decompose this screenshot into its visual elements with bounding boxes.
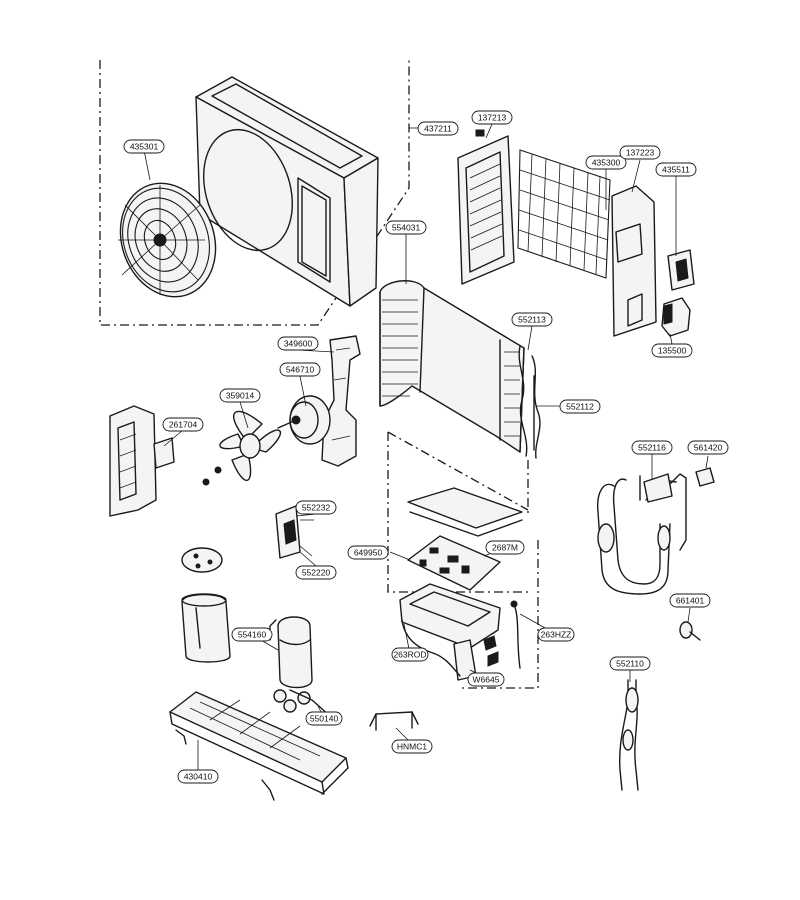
svg-text:435301: 435301	[130, 142, 159, 152]
label-2687M: 2687M	[485, 540, 525, 555]
reactor-part	[275, 505, 314, 559]
fan-guard-part	[118, 182, 217, 298]
label-435301: 435301	[123, 139, 165, 154]
label-649950: 649950	[347, 545, 389, 560]
svg-text:561420: 561420	[694, 443, 723, 453]
side-cover-part	[611, 185, 657, 337]
label-430410: 430410	[177, 769, 219, 784]
label-552116: 552116	[631, 440, 673, 455]
svg-text:135500: 135500	[658, 346, 687, 356]
base-pan-part	[169, 691, 349, 801]
connection-pipe-part	[369, 711, 419, 731]
rear-grille-part	[517, 149, 611, 279]
part-labels: 437211 435301 137213 435300 137223 43551…	[123, 110, 729, 784]
label-261704: 261704	[162, 417, 204, 432]
label-435511: 435511	[655, 162, 697, 177]
piping-assembly-part	[597, 473, 687, 595]
svg-text:554031: 554031	[392, 223, 421, 233]
fan-motor-part	[277, 395, 331, 445]
label-546710: 546710	[279, 362, 321, 377]
svg-text:349600: 349600	[284, 339, 313, 349]
svg-text:2687M: 2687M	[492, 543, 518, 553]
label-HNMC1: HNMC1	[391, 739, 433, 754]
svg-text:137213: 137213	[478, 113, 507, 123]
outer-casing-part	[195, 76, 379, 307]
svg-text:552110: 552110	[616, 659, 644, 669]
dashed-group-lines	[99, 60, 539, 689]
ring-part	[679, 621, 701, 641]
capillary-pipe-part	[518, 345, 541, 459]
svg-text:649950: 649950	[354, 548, 383, 558]
svg-text:430410: 430410	[184, 772, 213, 782]
label-W6645: W6645	[467, 672, 505, 687]
label-137213: 137213	[471, 110, 513, 125]
label-552232: 552232	[295, 500, 337, 515]
svg-text:552112: 552112	[566, 402, 594, 412]
svg-text:HNMC1: HNMC1	[397, 742, 427, 752]
svg-text:137223: 137223	[626, 148, 655, 158]
gasket-disc-part	[181, 547, 223, 573]
label-349600: 349600	[277, 336, 319, 351]
label-552113: 552113	[511, 312, 553, 327]
svg-text:552232: 552232	[302, 503, 331, 513]
svg-text:552220: 552220	[302, 568, 331, 578]
svg-text:552113: 552113	[518, 315, 546, 325]
label-437211: 437211	[417, 121, 459, 136]
label-552112: 552112	[559, 399, 601, 414]
svg-text:554160: 554160	[238, 630, 267, 640]
label-561420: 561420	[687, 440, 729, 455]
compressor-part	[269, 616, 331, 717]
svg-text:546710: 546710	[286, 365, 315, 375]
svg-text:261704: 261704	[169, 420, 198, 430]
svg-text:263HZZ: 263HZZ	[541, 630, 572, 640]
svg-text:661401: 661401	[676, 596, 705, 606]
label-263ROD: 263ROD	[391, 647, 429, 662]
label-135500: 135500	[651, 343, 693, 358]
propeller-fan-part	[202, 410, 282, 486]
control-box-cover-part	[407, 487, 523, 537]
svg-text:263ROD: 263ROD	[393, 650, 426, 660]
label-661401: 661401	[669, 593, 711, 608]
svg-text:435511: 435511	[662, 165, 690, 175]
condenser-coil-part	[379, 280, 525, 453]
label-435300: 435300	[585, 155, 627, 170]
valve-bracket-part	[667, 249, 695, 291]
svg-text:550140: 550140	[310, 714, 339, 724]
pcb-assembly-part	[407, 535, 501, 591]
svg-text:552116: 552116	[638, 443, 666, 453]
svg-text:435300: 435300	[592, 158, 621, 168]
label-554160: 554160	[231, 627, 273, 642]
valve-cover-part	[661, 297, 691, 337]
motor-bracket-part	[321, 335, 361, 467]
left-side-panel-part	[109, 405, 175, 517]
label-550140: 550140	[305, 711, 343, 726]
label-359014: 359014	[219, 388, 261, 403]
label-137223: 137223	[619, 145, 661, 160]
svg-text:W6645: W6645	[473, 675, 500, 685]
sensor-part	[695, 467, 715, 487]
label-552110: 552110	[609, 656, 651, 671]
side-panel-part	[457, 129, 515, 285]
control-box-part	[399, 583, 501, 681]
service-pipe-part	[618, 679, 639, 791]
label-554031: 554031	[385, 220, 427, 235]
insulation-jacket-part	[181, 593, 231, 663]
label-263HZZ: 263HZZ	[537, 627, 575, 642]
label-552220: 552220	[295, 565, 337, 580]
svg-text:359014: 359014	[226, 391, 255, 401]
svg-text:437211: 437211	[424, 124, 452, 134]
